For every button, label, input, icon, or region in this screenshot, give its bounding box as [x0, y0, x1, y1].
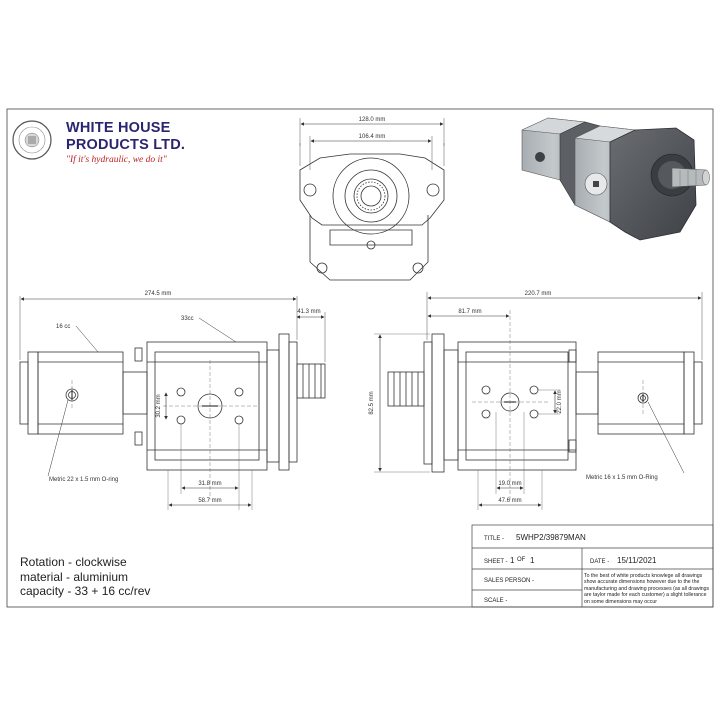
note-capacity: capacity - 33 + 16 cc/rev	[20, 584, 151, 598]
logo-badge	[12, 120, 52, 160]
left-dim-port-v: 30.2 mm	[156, 394, 162, 417]
top-dim-inner: 106.4 mm	[359, 134, 386, 140]
left-side-view	[19, 333, 326, 471]
date-value: 15/11/2021	[617, 556, 657, 565]
right-dim-length: 220.7 mm	[525, 291, 552, 297]
company-name-line2: PRODUCTS LTD.	[66, 137, 186, 153]
left-dim-shaft: 41.3 mm	[297, 309, 320, 315]
right-dim-height: 82.5 mm	[369, 391, 375, 414]
disclaimer: To the best of white products knowlege a…	[584, 573, 710, 605]
sheet-of: OF	[517, 557, 526, 563]
company-name: WHITE HOUSE PRODUCTS LTD.	[66, 120, 185, 154]
top-dim-overall: 128.0 mm	[359, 117, 386, 123]
top-view-flange	[299, 153, 445, 281]
left-dim-port-h: 31.8 mm	[198, 481, 221, 487]
left-dim-length: 274.5 mm	[145, 291, 172, 297]
sheet-total: 1	[530, 556, 535, 565]
title-block	[471, 524, 714, 608]
note-material: material - aluminium	[20, 569, 129, 584]
right-dim-flange: 47.6 mm	[498, 498, 521, 504]
company-name-line1: WHITE HOUSE	[66, 120, 171, 136]
label-16cc: 16 cc	[56, 324, 70, 330]
right-dim-port-v: 22.0 mm	[557, 390, 563, 413]
sheet-value: 1	[510, 556, 515, 565]
scale-label: SCALE -	[484, 598, 508, 604]
sheet-border	[6, 108, 714, 608]
note-rotation: Rotation - clockwise	[20, 555, 127, 569]
right-side-view	[387, 333, 703, 473]
date-label: DATE -	[590, 559, 610, 565]
left-oring-label: Metric 22 x 1.5 mm O-ring	[49, 477, 118, 483]
title-label: TITLE -	[484, 536, 505, 542]
sheet-label: SHEET -	[484, 559, 508, 565]
title-value: 5WHP2/39879MAN	[516, 533, 586, 542]
spec-notes: Rotation - clockwise material - aluminiu…	[20, 555, 150, 599]
left-dim-flange: 58.7 mm	[198, 498, 221, 504]
label-33cc: 33cc	[181, 316, 194, 322]
right-oring-label: Metric 16 x 1.5 mm O-Ring	[586, 475, 658, 481]
pump-3d-render	[521, 117, 710, 241]
sales-person-label: SALES PERSON -	[484, 578, 535, 584]
right-dim-center: 81.7 mm	[458, 309, 481, 315]
right-dim-port-h: 19.0 mm	[498, 481, 521, 487]
company-tagline: "If it's hydraulic, we do it"	[66, 155, 167, 165]
